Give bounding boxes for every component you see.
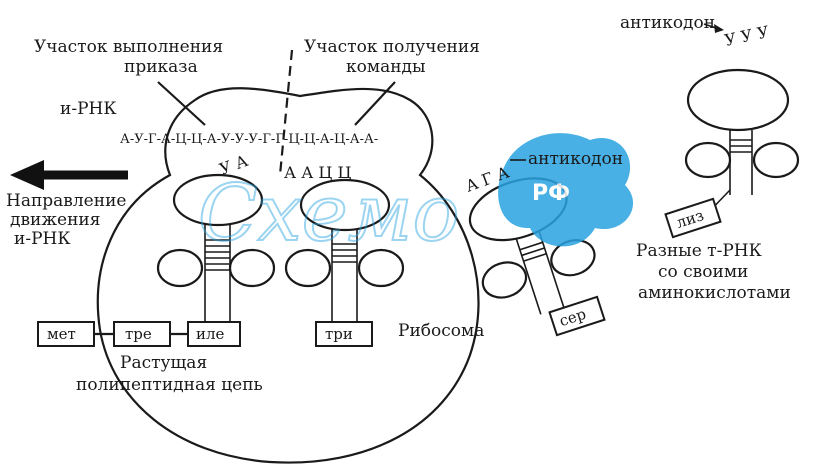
diff-trna-label-1: Разные т-РНК — [636, 241, 762, 261]
aa-label-met: мет — [47, 325, 76, 343]
receive-site-label-2: команды — [346, 57, 426, 77]
anticodon-label-ser: антикодон — [528, 149, 623, 169]
aa-label-ile: иле — [196, 325, 225, 343]
execution-site-label-1: Участок выполнения — [34, 37, 223, 57]
mrna-label: и-РНК — [60, 99, 117, 119]
chain-label-2: полипептидная цепь — [76, 375, 263, 395]
diff-trna-label-3: аминокислотами — [638, 283, 791, 303]
direction-label-2: движения — [10, 210, 100, 230]
divider-dashed — [280, 50, 292, 175]
aa-label-tre: тре — [125, 325, 152, 343]
diff-trna-label-2: со своими — [658, 262, 748, 282]
anticodon-label-lys: антикодон — [620, 13, 715, 33]
receive-site-label-1: Участок получения — [304, 37, 480, 57]
direction-label-3: и-РНК — [14, 229, 71, 249]
aa-label-tri: три — [325, 325, 353, 343]
watermark-text: Схемо — [198, 169, 459, 259]
direction-label-1: Направление — [6, 191, 126, 211]
mrna-sequence: А-У-Г-А-Ц-Ц-А-У-У-У-Г-Г-Ц-Ц-А-Ц-А-А- — [120, 132, 378, 147]
trna-lys — [686, 70, 798, 218]
anticodon-top-right: У У У — [723, 22, 771, 50]
watermark-badge: РФ — [532, 181, 570, 206]
chain-label-1: Растущая — [120, 353, 207, 373]
direction-arrow-head — [10, 160, 44, 190]
execution-site-label-2: приказа — [124, 57, 198, 77]
execution-site-leader — [158, 82, 205, 125]
anticodon-mid: А А Ц Ц — [284, 163, 351, 182]
ribosome-label: Рибосома — [398, 321, 484, 341]
